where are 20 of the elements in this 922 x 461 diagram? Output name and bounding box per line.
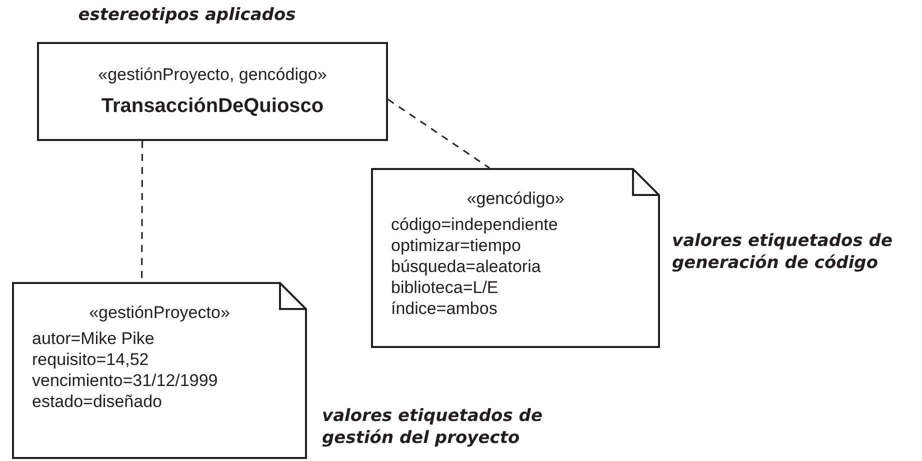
annotation-text: valores etiquetados de gestión del proyecto (322, 405, 544, 449)
annotation-text: valores etiquetados de generación de código (672, 230, 894, 274)
dashed-connector (388, 98, 490, 169)
tagged-value: vencimiento=31/12/1999 (32, 370, 219, 391)
tagged-value: optimizar=tiempo (391, 235, 522, 256)
stereotype-label: «gencódigo» (466, 188, 564, 210)
tagged-value: código=independiente (391, 214, 559, 235)
tagged-value: requisito=14,52 (32, 349, 150, 370)
annotation-text: estereotipos aplicados (77, 4, 297, 26)
stereotype-label: «gestiónProyecto, gencódigo» (98, 64, 327, 86)
note-shape (12, 282, 307, 459)
stereotype-label: «gestiónProyecto» (88, 302, 230, 324)
tagged-value: autor=Mike Pike (32, 328, 156, 349)
tagged-value: estado=diseñado (32, 391, 163, 412)
class-box (37, 42, 388, 141)
tagged-value: biblioteca=L/E (391, 277, 500, 298)
tagged-value: índice=ambos (391, 298, 498, 319)
tagged-value: búsqueda=aleatoria (391, 256, 542, 277)
note-shape (371, 168, 660, 348)
class-name: TransacciónDeQuiosco (101, 94, 324, 119)
